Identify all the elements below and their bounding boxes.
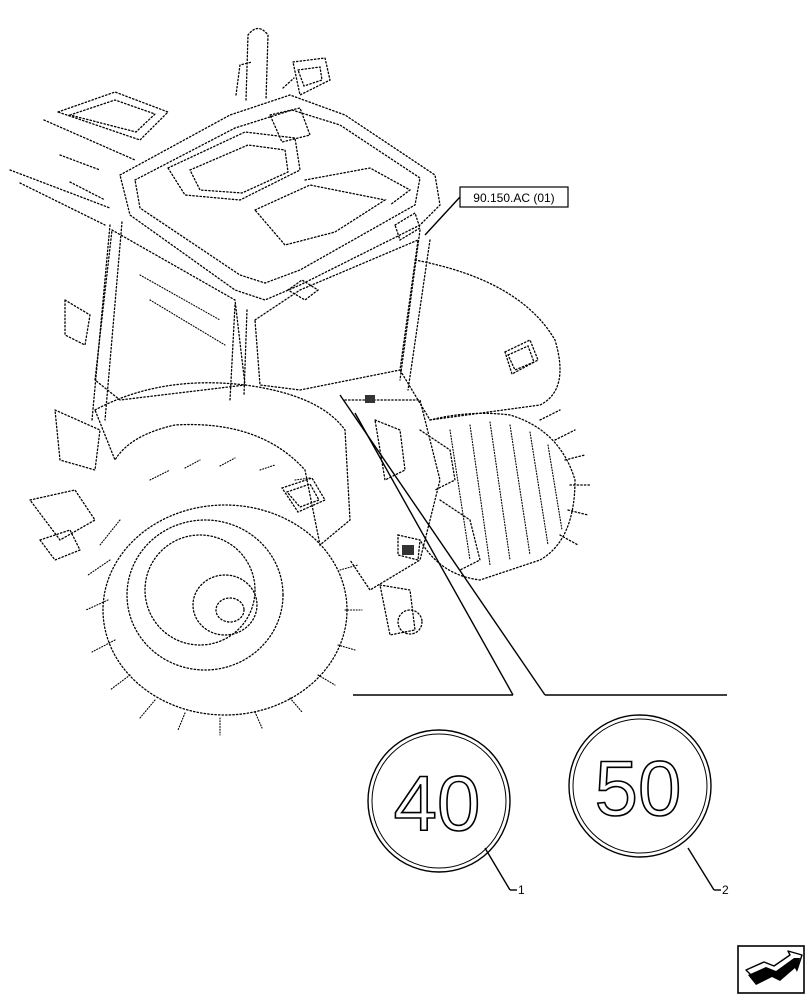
decal-speed-text: 50 bbox=[595, 744, 682, 832]
reference-label-text: 90.150.AC (01) bbox=[473, 191, 554, 205]
speed-decal-40: 40 1 bbox=[367, 729, 525, 897]
leader-lines bbox=[339, 394, 727, 696]
reference-label: 90.150.AC (01) bbox=[424, 186, 569, 236]
speed-decal-50: 50 2 bbox=[568, 714, 729, 897]
tractor-illustration bbox=[9, 27, 591, 736]
hitch-detail bbox=[402, 545, 414, 555]
callout-number: 2 bbox=[722, 883, 729, 897]
next-page-arrow-icon[interactable] bbox=[737, 945, 805, 994]
bracket-detail bbox=[365, 395, 375, 403]
decal-speed-text: 40 bbox=[394, 759, 481, 847]
callout-number: 1 bbox=[518, 883, 525, 897]
